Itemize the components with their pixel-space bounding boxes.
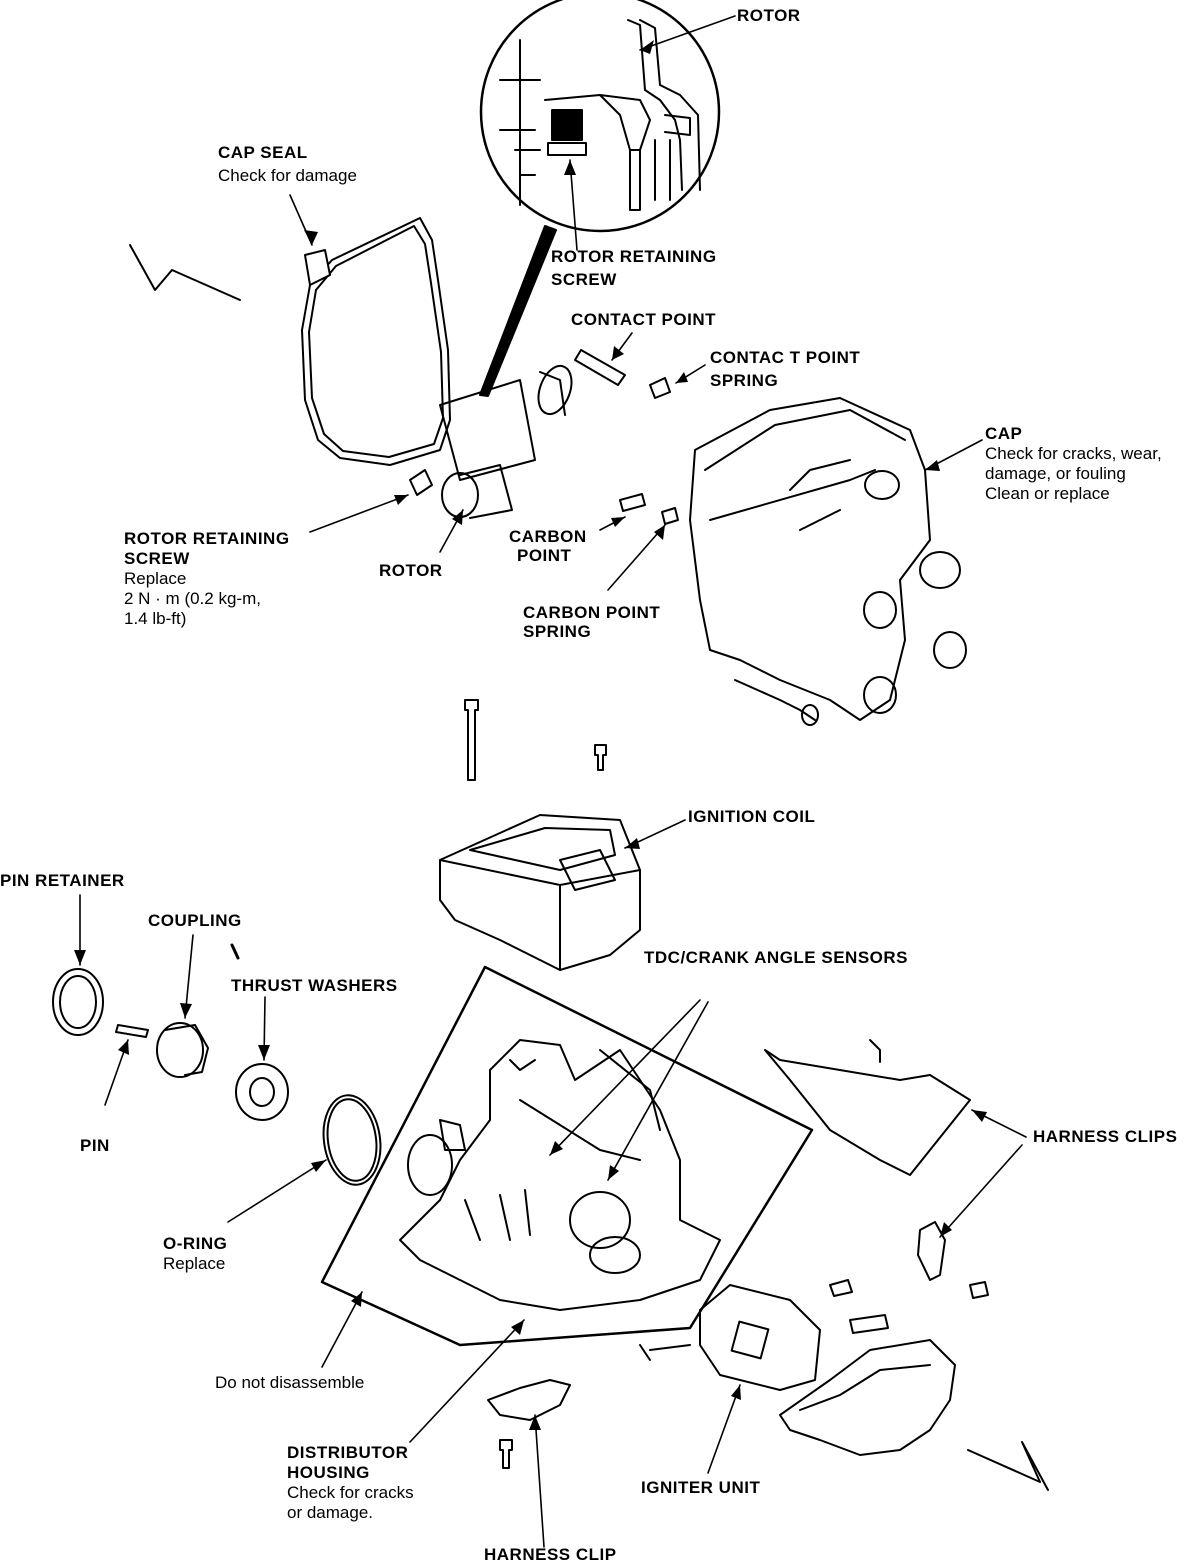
label-harness-clips: HARNESS CLIPS xyxy=(1033,1127,1178,1146)
label-harness-clip: HARNESS CLIP xyxy=(484,1545,617,1562)
label-rotor-retaining-screw-2: SCREW xyxy=(124,549,190,568)
igniter-unit-part xyxy=(639,1279,889,1391)
detail-connector-wedge xyxy=(479,225,557,397)
harness-clips-parts xyxy=(764,1039,989,1299)
harness-clip-part xyxy=(487,1379,571,1469)
label-contact-point-spring-1: CONTAC T POINT xyxy=(710,348,861,367)
label-contact-point: CONTACT POINT xyxy=(571,310,717,329)
igniter-cover-part xyxy=(779,1339,956,1456)
label-carbon-point-spring-1: CARBON POINT xyxy=(523,603,661,622)
label-igniter-unit: IGNITER UNIT xyxy=(641,1478,761,1497)
label-cap-note-2: damage, or fouling xyxy=(985,464,1126,483)
label-carbon-point-spring-2: SPRING xyxy=(523,622,592,641)
label-rotor-detail: ROTOR xyxy=(737,6,801,25)
label-cap-seal: CAP SEAL xyxy=(218,143,308,162)
label-distributor-housing-2: HOUSING xyxy=(287,1463,370,1482)
label-rotor-retaining-screw-note-1: Replace xyxy=(124,569,187,588)
label-contact-point-spring-2: SPRING xyxy=(710,371,779,390)
direction-arrow-bottom xyxy=(967,1441,1049,1491)
label-rotor-retaining-screw-note-3: 1.4 lb-ft) xyxy=(124,609,187,628)
label-cap-note-1: Check for cracks, wear, xyxy=(985,444,1162,463)
left-side-parts xyxy=(52,943,382,1186)
label-distributor-housing-note-1: Check for cracks xyxy=(287,1483,414,1502)
label-pin-retainer: PIN RETAINER xyxy=(0,871,125,890)
label-rotor-retaining-screw-note-2: 2 N · m (0.2 kg-m, xyxy=(124,589,261,608)
label-thrust-washers: THRUST WASHERS xyxy=(231,976,398,995)
label-cap: CAP xyxy=(985,424,1023,443)
label-rotor-retaining-screw-1: ROTOR RETAINING xyxy=(124,529,290,548)
label-pin: PIN xyxy=(80,1136,110,1155)
rotor-detail-view xyxy=(479,0,721,233)
small-hardware xyxy=(409,349,679,525)
label-rotor: ROTOR xyxy=(379,561,443,580)
label-do-not-disassemble: Do not disassemble xyxy=(215,1373,365,1392)
ignition-coil-part xyxy=(439,814,641,971)
housing-outline-box xyxy=(320,965,814,1347)
label-o-ring-note: Replace xyxy=(163,1254,226,1273)
label-distributor-housing-1: DISTRIBUTOR xyxy=(287,1443,409,1462)
leader-lines xyxy=(79,15,1027,1548)
label-ignition-coil: IGNITION COIL xyxy=(688,807,816,826)
distributor-housing-part xyxy=(399,1039,721,1311)
leader-arrowheads xyxy=(74,40,987,1430)
label-cap-seal-note: Check for damage xyxy=(218,166,357,185)
label-rotor-retaining-screw-detail-1: ROTOR RETAINING xyxy=(551,247,717,266)
cap-seal-part xyxy=(301,217,451,466)
rotor-part xyxy=(439,364,573,519)
coil-screws xyxy=(464,699,607,781)
distributor-cap-part xyxy=(689,397,967,726)
label-coupling: COUPLING xyxy=(148,911,242,930)
label-distributor-housing-note-2: or damage. xyxy=(287,1503,373,1522)
direction-arrow-top xyxy=(129,244,241,301)
label-rotor-retaining-screw-detail-2: SCREW xyxy=(551,270,617,289)
label-tdc-sensors: TDC/CRANK ANGLE SENSORS xyxy=(644,948,908,967)
label-carbon-point-2: POINT xyxy=(517,546,572,565)
label-o-ring: O-RING xyxy=(163,1234,228,1253)
label-carbon-point-1: CARBON xyxy=(509,527,587,546)
label-cap-note-3: Clean or replace xyxy=(985,484,1110,503)
